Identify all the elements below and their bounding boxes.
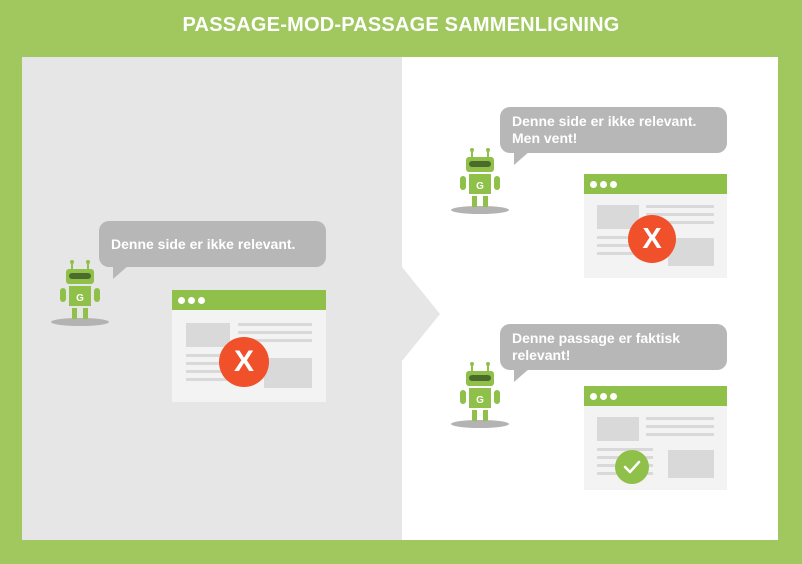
robot-icon: G: [51, 260, 109, 326]
speech-text-bottom: Denne passage er faktisk relevant!: [512, 330, 681, 363]
arrow-right-icon: [402, 267, 440, 361]
browser-window: X: [584, 174, 727, 278]
browser-window: [584, 386, 727, 490]
reject-icon: X: [219, 337, 269, 387]
browser-title-bar: [584, 174, 727, 194]
robot-icon: G: [451, 362, 509, 428]
browser-title-bar: [584, 386, 727, 406]
speech-bubble-bottom: Denne passage er faktisk relevant!: [500, 324, 727, 382]
check-icon: [615, 450, 649, 484]
speech-text-top: Denne side er ikke relevant. Men vent!: [512, 113, 697, 146]
speech-bubble-left: Denne side er ikke relevant.: [99, 221, 326, 279]
robot-icon: G: [451, 148, 509, 214]
speech-text-left: Denne side er ikke relevant.: [111, 235, 296, 252]
svg-text:G: G: [76, 293, 84, 304]
svg-text:G: G: [476, 395, 484, 406]
page-title: PASSAGE-MOD-PASSAGE SAMMENLIGNING: [182, 14, 620, 36]
reject-icon: X: [628, 215, 676, 263]
svg-text:G: G: [476, 181, 484, 192]
speech-bubble-top: Denne side er ikke relevant. Men vent!: [500, 107, 727, 165]
browser-title-bar: [172, 290, 326, 310]
browser-window: X: [172, 290, 326, 402]
